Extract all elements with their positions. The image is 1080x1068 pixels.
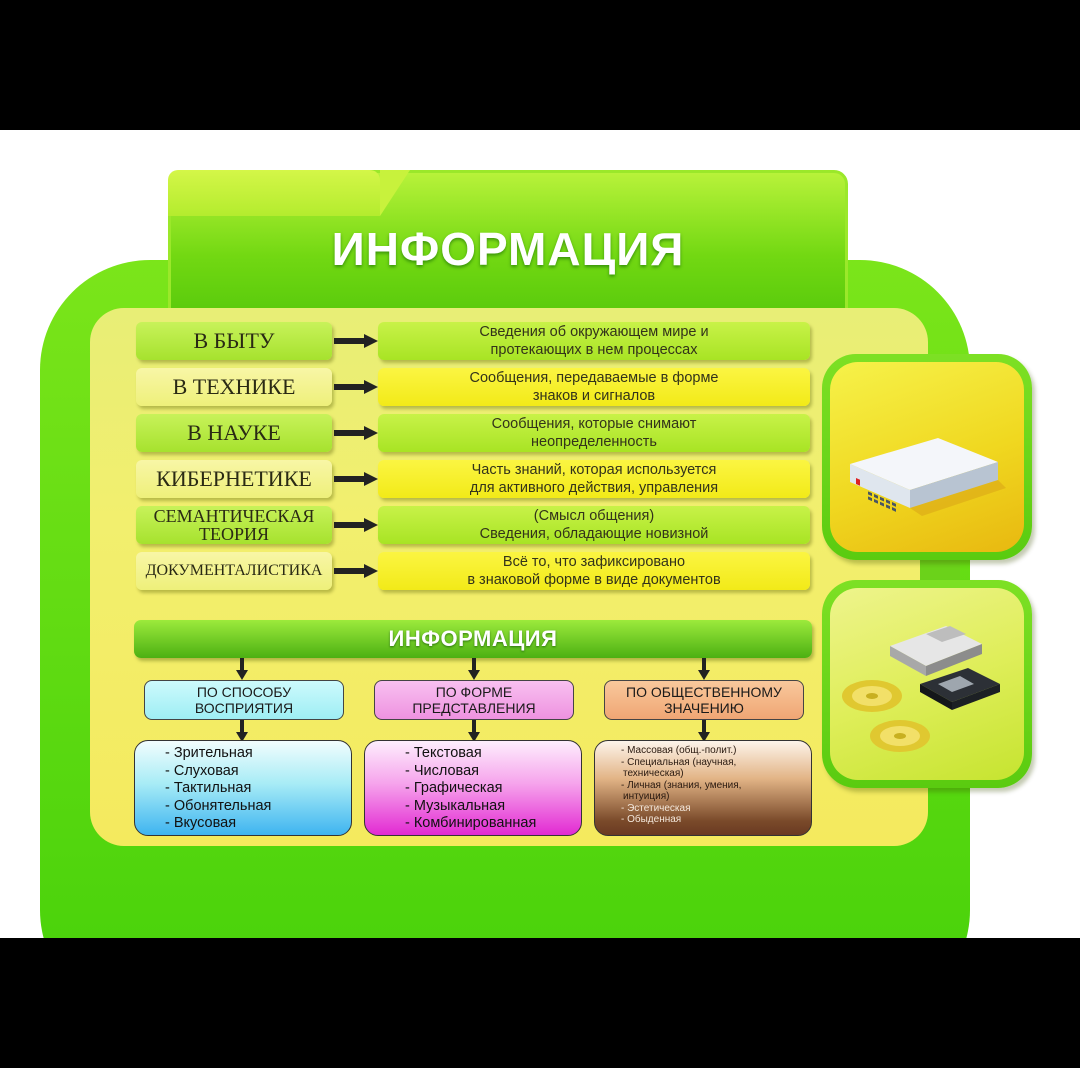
category-title-line: ПО СПОСОБУ	[196, 683, 292, 700]
list-perception: - Зрительная - Слуховая - Тактильная - О…	[134, 740, 352, 836]
arrow-right-icon	[334, 472, 378, 486]
list-item: - Личная (знания, умения,	[621, 779, 742, 791]
desc-line: Сообщения, которые снимают	[491, 415, 697, 432]
desc-line: Сообщения, передаваемые в форме	[469, 369, 719, 386]
label-line: ТЕОРИЯ	[198, 524, 269, 544]
arrow-down-icon	[698, 720, 710, 742]
arrow-right-icon	[334, 518, 378, 532]
list-item: техническая)	[623, 768, 684, 779]
list-item: - Обонятельная	[165, 797, 272, 814]
list-item: интуиция)	[623, 791, 670, 802]
row-label-dokumentalistika: ДОКУМЕНТАЛИСТИКА	[136, 552, 332, 590]
list-item: - Музыкальная	[405, 797, 506, 814]
category-title-line: ВОСПРИЯТИЯ	[194, 700, 294, 716]
row-label-byt: В БЫТУ	[136, 322, 332, 360]
arrow-down-icon	[698, 658, 710, 680]
side-connector	[920, 560, 960, 582]
list-item: - Комбинированная	[405, 815, 537, 831]
floppy-disks-and-cds-icon	[842, 626, 1000, 752]
arrow-down-icon	[468, 720, 480, 742]
desc-line: в знаковой форме в виде документов	[467, 572, 721, 588]
list-item: - Зрительная	[165, 745, 253, 761]
side-panel-bottom-inner	[830, 588, 1024, 780]
list-item: - Вкусовая	[165, 815, 237, 831]
desc-line: неопределенность	[531, 434, 657, 450]
category-title-line: ПО ОБЩЕСТВЕННОМУ	[626, 683, 782, 700]
desc-line: Сведения, обладающие новизной	[479, 526, 709, 542]
desc-line: Часть знаний, которая используется	[471, 461, 717, 478]
desc-line: Всё то, что зафиксировано	[502, 553, 686, 570]
row-desc-byt: Сведения об окружающем мире и протекающих…	[378, 322, 810, 360]
row-label-tekhnike: В ТЕХНИКЕ	[136, 368, 332, 406]
list-item: - Специальная (научная,	[621, 756, 737, 768]
classification-header: ИНФОРМАЦИЯ	[134, 620, 812, 658]
desc-line: для активного действия, управления	[469, 480, 719, 496]
row-desc-kibernetike: Часть знаний, которая используется для ак…	[378, 460, 810, 498]
poster-canvas: ИНФОРМАЦИЯ В БЫТУ Сведения об окружающем…	[0, 130, 1080, 938]
category-title-line: ПРЕДСТАВЛЕНИЯ	[412, 700, 536, 716]
arrow-right-icon	[334, 564, 378, 578]
desc-line: Сведения об окружающем мире и	[479, 323, 709, 340]
list-item: - Тактильная	[165, 780, 252, 796]
network-switch-icon	[850, 438, 1006, 516]
list-social: - Массовая (общ.-полит.) - Специальная (…	[594, 740, 812, 836]
row-desc-nauke: Сообщения, которые снимают неопределеннос…	[378, 414, 810, 452]
arrow-right-icon	[334, 426, 378, 440]
row-desc-semanticheskaya: (Смысл общения) Сведения, обладающие нови…	[378, 506, 810, 544]
folder-tab-notch	[168, 170, 410, 216]
side-panel-top	[822, 354, 1032, 560]
list-form: - Текстовая - Числовая - Графическая - М…	[364, 740, 582, 836]
row-label-nauke: В НАУКЕ	[136, 414, 332, 452]
list-item: - Числовая	[405, 762, 480, 779]
row-desc-dokumentalistika: Всё то, что зафиксировано в знаковой форм…	[378, 552, 810, 590]
list-item: - Эстетическая	[621, 802, 691, 814]
list-item: - Слуховая	[165, 762, 239, 779]
label-line: СЕМАНТИЧЕСКАЯ	[153, 506, 315, 526]
list-item: - Массовая (общ.-полит.)	[621, 745, 737, 756]
list-item: - Обыденная	[621, 814, 682, 825]
arrow-down-icon	[236, 658, 248, 680]
arrow-down-icon	[468, 658, 480, 680]
arrow-right-icon	[334, 380, 378, 394]
side-panel-bottom	[822, 580, 1032, 788]
row-desc-tekhnike: Сообщения, передаваемые в форме знаков и …	[378, 368, 810, 406]
row-label-kibernetike: КИБЕРНЕТИКЕ	[136, 460, 332, 498]
list-item: - Графическая	[405, 780, 503, 796]
desc-line: (Смысл общения)	[533, 507, 655, 524]
category-title-line: ПО ФОРМЕ	[435, 683, 513, 700]
poster-title: ИНФОРМАЦИЯ	[331, 223, 685, 275]
desc-line: протекающих в нем процессах	[490, 342, 698, 358]
list-item: - Текстовая	[405, 745, 482, 761]
arrow-right-icon	[334, 334, 378, 348]
desc-line: знаков и сигналов	[532, 388, 656, 404]
category-title-line: ЗНАЧЕНИЮ	[664, 700, 744, 716]
arrow-down-icon	[236, 720, 248, 742]
side-panel-top-inner	[830, 362, 1024, 552]
